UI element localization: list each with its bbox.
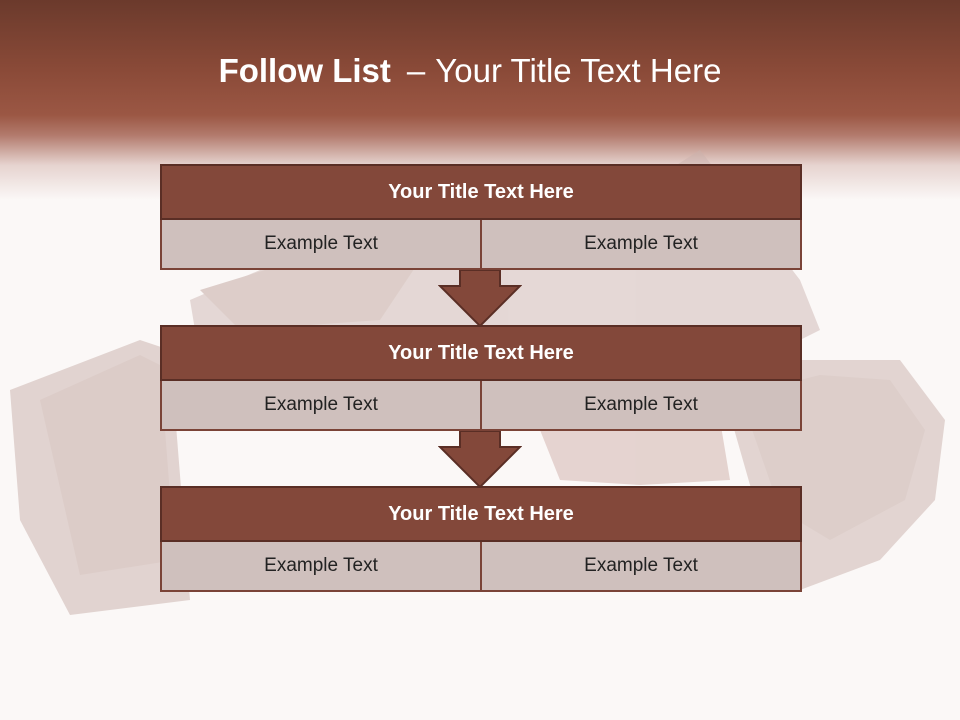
step-row: Example Text Example Text <box>160 542 802 592</box>
title-separator: – <box>406 52 426 89</box>
step-cell-right: Example Text <box>482 220 802 270</box>
step-title: Your Title Text Here <box>160 164 802 220</box>
step-cell-left: Example Text <box>160 542 482 592</box>
step-title: Your Title Text Here <box>160 325 802 381</box>
slide-title: Follow List–Your Title Text Here <box>0 52 940 90</box>
step-title: Your Title Text Here <box>160 486 802 542</box>
step-cell-right: Example Text <box>482 542 802 592</box>
title-bold-part: Follow List <box>218 52 391 89</box>
step-cell-left: Example Text <box>160 220 482 270</box>
step-block-1: Your Title Text Here Example Text Exampl… <box>160 164 802 270</box>
step-cell-right: Example Text <box>482 381 802 431</box>
down-arrow-icon <box>438 431 522 489</box>
step-row: Example Text Example Text <box>160 220 802 270</box>
step-block-2: Your Title Text Here Example Text Exampl… <box>160 325 802 431</box>
down-arrow-icon <box>438 270 522 328</box>
step-block-3: Your Title Text Here Example Text Exampl… <box>160 486 802 592</box>
title-rest-part: Your Title Text Here <box>435 52 722 89</box>
step-cell-left: Example Text <box>160 381 482 431</box>
step-row: Example Text Example Text <box>160 381 802 431</box>
